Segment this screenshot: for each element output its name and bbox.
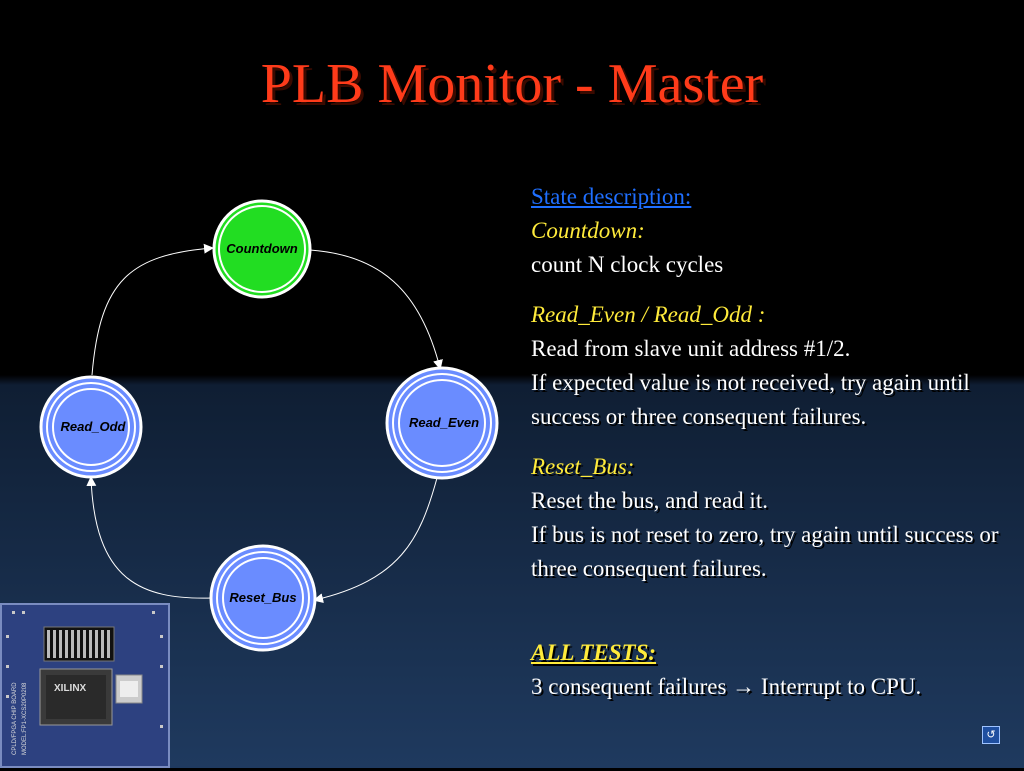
reset-text-1: Reset the bus, and read it.	[531, 488, 768, 513]
arrow-read-even-to-reset-bus	[313, 477, 438, 604]
slide-title: PLB Monitor - Master	[260, 53, 764, 115]
reset-name: Reset_Bus:	[531, 454, 635, 479]
state-diagram: Countdown Read_Even Read_Odd Reset_Bus	[39, 199, 499, 652]
read-text-1: Read from slave unit address #1/2.	[531, 336, 851, 361]
arrow-reset-bus-to-read-odd	[86, 476, 213, 599]
arrow-countdown-to-read-even	[309, 249, 443, 370]
countdown-name: Countdown:	[531, 218, 645, 243]
read-text-2: If expected value is not received, try a…	[531, 370, 970, 429]
arrow-read-odd-to-countdown	[91, 243, 214, 376]
board-label-2: MODEL:FP1-XCS20P0208	[22, 682, 28, 755]
state-countdown-label: Countdown	[226, 241, 298, 256]
board-photo: XILINX CPLD/FPGA CHIP BOARD MODEL:FP1-XC…	[0, 603, 170, 768]
state-read-odd: Read_Odd	[39, 375, 143, 479]
all-tests-text: 3 consequent failures → Interrupt to CPU…	[531, 674, 922, 699]
all-tests-label: ALL TESTS:	[531, 640, 657, 665]
state-read-odd-label: Read_Odd	[60, 419, 126, 434]
state-description-panel: State description: Countdown: count N cl…	[531, 180, 1021, 704]
state-reset-bus: Reset_Bus	[209, 544, 317, 652]
read-name: Read_Even / Read_Odd :	[531, 302, 766, 327]
state-reset-bus-label: Reset_Bus	[229, 590, 296, 605]
state-read-even: Read_Even	[385, 366, 499, 480]
state-description-heading[interactable]: State description:	[531, 184, 692, 209]
state-countdown: Countdown	[212, 199, 312, 299]
countdown-text: count N clock cycles	[531, 252, 724, 277]
reset-text-2: If bus is not reset to zero, try again u…	[531, 522, 999, 581]
return-icon[interactable]: ↺	[982, 726, 1000, 744]
board-chip-logo: XILINX	[54, 683, 87, 694]
board-label-1: CPLD/FPGA CHIP BOARD	[12, 682, 18, 755]
state-read-even-label: Read_Even	[409, 415, 479, 430]
